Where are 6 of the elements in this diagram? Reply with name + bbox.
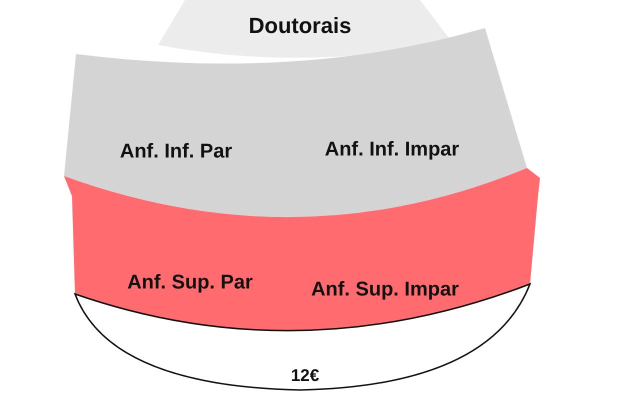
section-label: Doutorais xyxy=(248,13,352,39)
section-label: Anf. Inf. Impar xyxy=(324,138,460,162)
section-label: Anf. Sup. Par xyxy=(127,272,253,294)
section-label: Anf. Sup. Impar xyxy=(311,278,459,302)
section-label: Anf. Inf. Par xyxy=(120,140,232,164)
price-label: 12€ xyxy=(290,366,320,386)
